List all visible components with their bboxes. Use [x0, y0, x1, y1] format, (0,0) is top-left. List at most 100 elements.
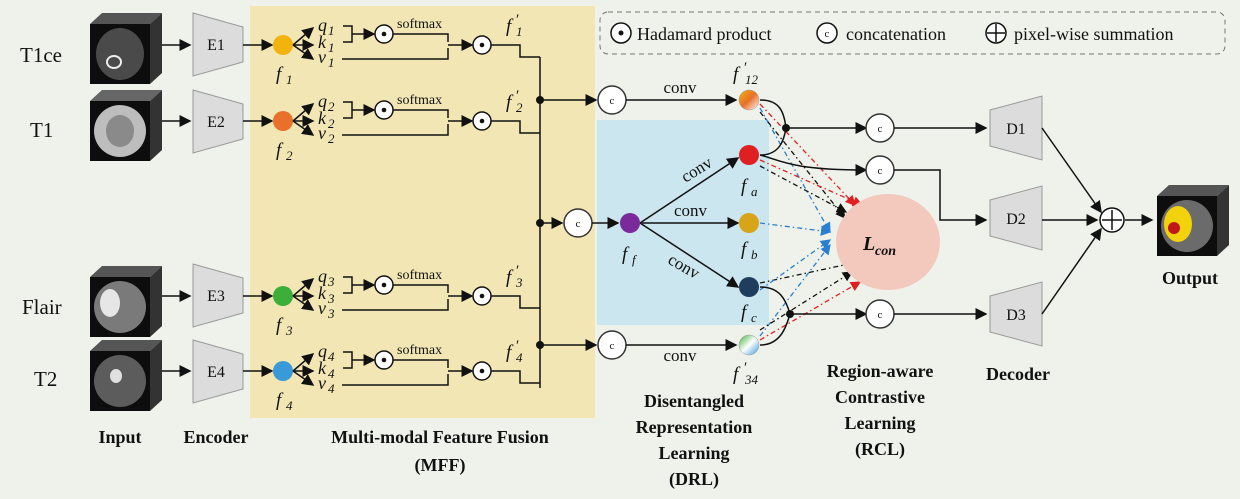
- svg-text:2: 2: [516, 100, 523, 115]
- feature-fa: f a: [739, 145, 759, 199]
- feature-f12: f ′ 12: [733, 60, 760, 111]
- svg-text:4: 4: [286, 398, 293, 413]
- feature-fb: f b: [739, 213, 759, 262]
- svg-text:3: 3: [515, 275, 523, 290]
- svg-text:T1: T1: [30, 118, 53, 142]
- feature-fc: f c: [739, 277, 759, 325]
- svg-text:softmax: softmax: [397, 268, 442, 283]
- svg-text:′: ′: [516, 88, 519, 104]
- output-cube: [1157, 185, 1229, 256]
- svg-text:f: f: [622, 244, 630, 265]
- mff-panel: [250, 6, 595, 418]
- caption-mff-2: (MFF): [415, 455, 466, 476]
- concat-node-mid: c: [563, 208, 593, 238]
- svg-text:1: 1: [328, 55, 335, 70]
- svg-text:2: 2: [328, 131, 335, 146]
- caption-rcl-1: Region-aware: [827, 361, 934, 381]
- concat-node-bottom: c: [597, 330, 627, 360]
- svg-text:f: f: [733, 364, 741, 385]
- svg-text:c: c: [576, 218, 581, 230]
- svg-text:f: f: [506, 92, 514, 113]
- decoder-d3: D3: [989, 281, 1043, 347]
- conv-label-fb: conv: [674, 201, 708, 220]
- svg-text:c: c: [825, 28, 830, 40]
- svg-text:Flair: Flair: [22, 295, 62, 319]
- svg-text:q: q: [318, 341, 327, 361]
- encoder-e3: E3: [192, 263, 244, 328]
- svg-text:softmax: softmax: [397, 93, 442, 108]
- svg-text:4: 4: [328, 381, 335, 396]
- svg-text:E4: E4: [207, 364, 225, 381]
- legend-concatenation: concatenation: [846, 24, 946, 44]
- svg-text:f: f: [733, 64, 741, 85]
- concat-icon: [816, 22, 838, 44]
- caption-drl-3: Learning: [658, 443, 729, 463]
- svg-text:softmax: softmax: [397, 17, 442, 32]
- svg-text:′: ′: [516, 338, 519, 354]
- svg-text:′: ′: [744, 360, 747, 376]
- svg-text:f: f: [741, 302, 749, 323]
- input-t1ce: T1ce: [20, 13, 162, 84]
- conv-label-top: conv: [663, 78, 697, 97]
- concat-node-d2: c: [865, 155, 895, 185]
- svg-text:12: 12: [745, 72, 759, 87]
- svg-text:c: c: [878, 309, 883, 321]
- svg-text:f: f: [276, 315, 284, 336]
- caption-output: Output: [1162, 268, 1218, 288]
- svg-text:c: c: [751, 310, 757, 325]
- caption-drl-1: Disentangled: [644, 391, 744, 411]
- svg-text:D1: D1: [1006, 121, 1026, 138]
- caption-decoder: Decoder: [986, 364, 1050, 384]
- input-flair: Flair: [22, 266, 162, 337]
- svg-text:L: L: [862, 233, 875, 255]
- svg-text:′: ′: [516, 12, 519, 28]
- encoder-e2: E2: [192, 89, 244, 154]
- svg-text:3: 3: [327, 291, 335, 306]
- svg-text:con: con: [875, 244, 896, 259]
- sum-node: [1099, 207, 1125, 233]
- feature-f34: f ′ 34: [733, 334, 760, 387]
- svg-text:a: a: [751, 184, 758, 199]
- svg-text:2: 2: [328, 99, 335, 114]
- caption-input: Input: [98, 427, 141, 447]
- svg-text:c: c: [878, 123, 883, 135]
- svg-text:softmax: softmax: [397, 343, 442, 358]
- svg-text:c: c: [610, 340, 615, 352]
- svg-text:f: f: [506, 16, 514, 37]
- svg-text:E1: E1: [207, 37, 225, 54]
- svg-text:q: q: [318, 266, 327, 286]
- caption-rcl-2: Contrastive: [835, 387, 925, 407]
- svg-text:3: 3: [327, 274, 335, 289]
- svg-text:v: v: [318, 373, 326, 393]
- svg-text:E3: E3: [207, 288, 225, 305]
- svg-text:q: q: [318, 91, 327, 111]
- caption-encoder: Encoder: [184, 427, 249, 447]
- legend: Hadamard product c concatenation pixel-w…: [599, 11, 1226, 55]
- decoder-d1: D1: [989, 95, 1043, 161]
- caption-drl-2: Representation: [636, 417, 753, 437]
- svg-text:c: c: [610, 95, 615, 107]
- feature-f4: [273, 361, 293, 381]
- svg-text:c: c: [878, 165, 883, 177]
- decoder-d2: D2: [989, 185, 1043, 251]
- svg-text:2: 2: [328, 116, 335, 131]
- svg-text:1: 1: [286, 72, 293, 87]
- feature-ff: f f: [620, 213, 640, 267]
- svg-text:f: f: [276, 140, 284, 161]
- svg-text:f: f: [741, 239, 749, 260]
- svg-text:f: f: [276, 64, 284, 85]
- svg-text:E2: E2: [207, 114, 225, 131]
- legend-hadamard: Hadamard product: [637, 24, 771, 44]
- caption-rcl-4: (RCL): [855, 439, 905, 460]
- concat-node-d1: c: [865, 113, 895, 143]
- svg-text:1: 1: [328, 23, 335, 38]
- svg-text:4: 4: [328, 349, 335, 364]
- feature-f1: [273, 35, 293, 55]
- svg-text:′: ′: [744, 60, 747, 76]
- svg-text:4: 4: [516, 350, 523, 365]
- input-t1: T1: [30, 90, 162, 161]
